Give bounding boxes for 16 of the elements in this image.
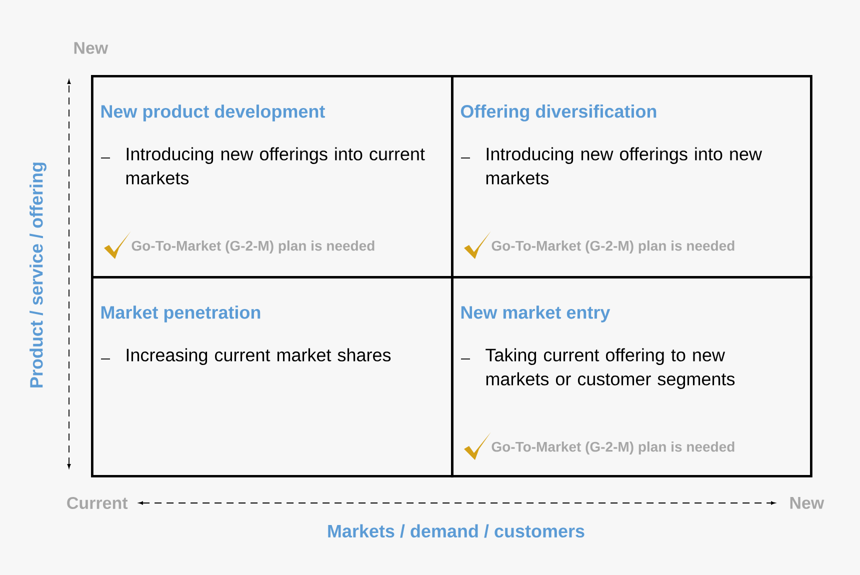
axis-title: Product / service / offering (30, 162, 46, 388)
note-text: Go-To-Market (G-2-M) plan is needed (492, 441, 734, 455)
quadrant-heading: Offering diversification (460, 104, 656, 122)
axis-label: New (74, 42, 108, 54)
bullet-text: Introducing new offerings into new markets (486, 147, 762, 184)
bullet-text: Introducing new offerings into current markets (126, 147, 425, 184)
axis-label: Current (67, 496, 128, 510)
note-text: Go-To-Market (G-2-M) plan is needed (132, 240, 374, 254)
bullet-text: Increasing current market shares (126, 348, 391, 365)
axis-label: New (790, 497, 824, 509)
quadrant-heading: New product development (101, 104, 325, 122)
axis-title: Markets / demand / customers (328, 524, 584, 538)
bullet-text: Taking current offering to new markets or customer segments (486, 348, 735, 389)
quadrant-heading: New market entry (461, 306, 610, 322)
quadrant-heading: Market penetration (101, 306, 260, 322)
note-text: Go-To-Market (G-2-M) plan is needed (492, 240, 734, 254)
